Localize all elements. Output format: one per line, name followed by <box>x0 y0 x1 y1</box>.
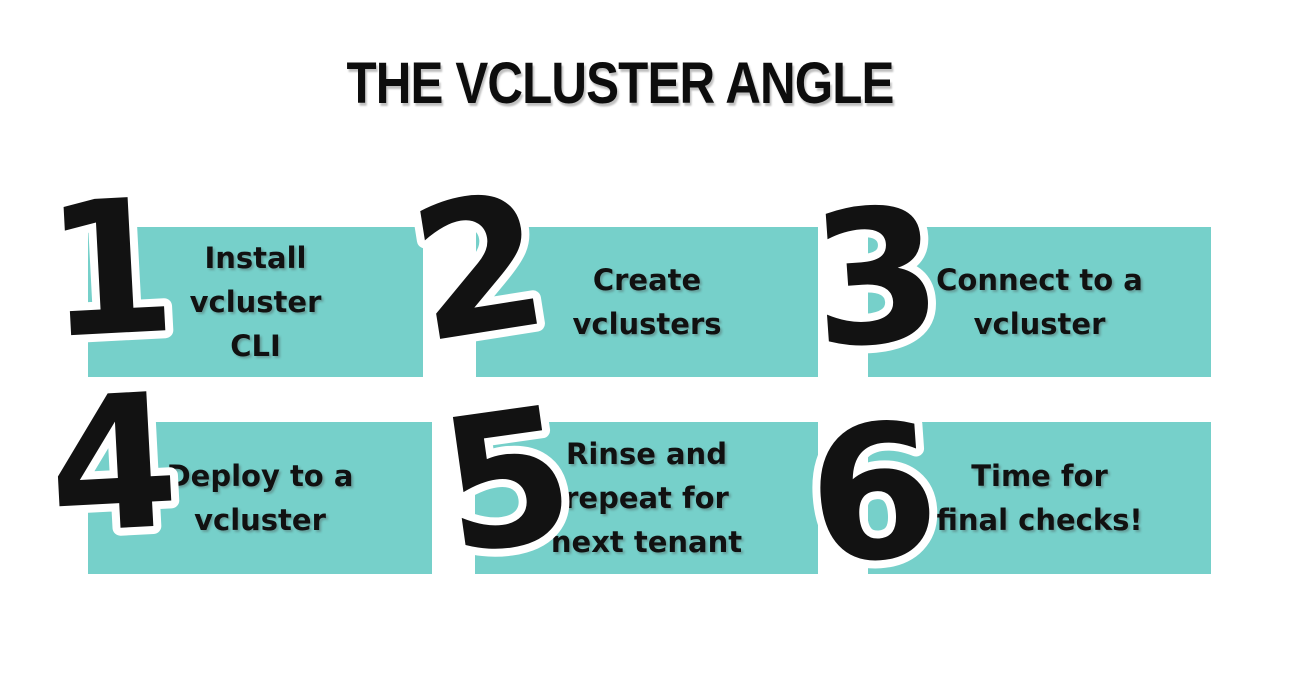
step-label-line: Time for <box>971 459 1108 493</box>
step-label-5: Rinse and repeat for next tenant <box>551 432 742 564</box>
step-label-line: vcluster <box>189 285 322 319</box>
step-box-4: Deploy to a vcluster <box>88 422 432 574</box>
step-label-3: Connect to a vcluster <box>936 258 1143 346</box>
step-label-line: vcluster <box>194 503 326 537</box>
step-label-1: Install vcluster CLI <box>190 236 322 368</box>
step-box-5: Rinse and repeat for next tenant <box>475 422 818 574</box>
step-box-2: Create vclusters <box>476 227 818 377</box>
step-label-line: repeat for <box>564 481 729 515</box>
step-label-6: Time for final checks! <box>936 454 1142 542</box>
step-label-line: vcluster <box>973 307 1106 341</box>
step-box-1: Install vcluster CLI <box>88 227 423 377</box>
step-label-line: vclusters <box>572 307 722 341</box>
step-box-3: Connect to a vcluster <box>868 227 1211 377</box>
step-label-line: Deploy to a <box>166 459 354 493</box>
step-label-line: Install <box>204 241 307 275</box>
step-box-6: Time for final checks! <box>868 422 1211 574</box>
step-label-line: Connect to a <box>936 263 1143 297</box>
step-label-line: Create <box>592 263 702 297</box>
step-label-line: Rinse and <box>566 437 727 471</box>
step-label-line: CLI <box>230 329 281 363</box>
step-label-4: Deploy to a vcluster <box>167 454 354 542</box>
page-title: THE VCLUSTER ANGLE <box>346 51 894 116</box>
step-label-2: Create vclusters <box>572 258 721 346</box>
step-label-line: final checks! <box>936 503 1143 537</box>
step-label-line: next tenant <box>550 525 743 559</box>
